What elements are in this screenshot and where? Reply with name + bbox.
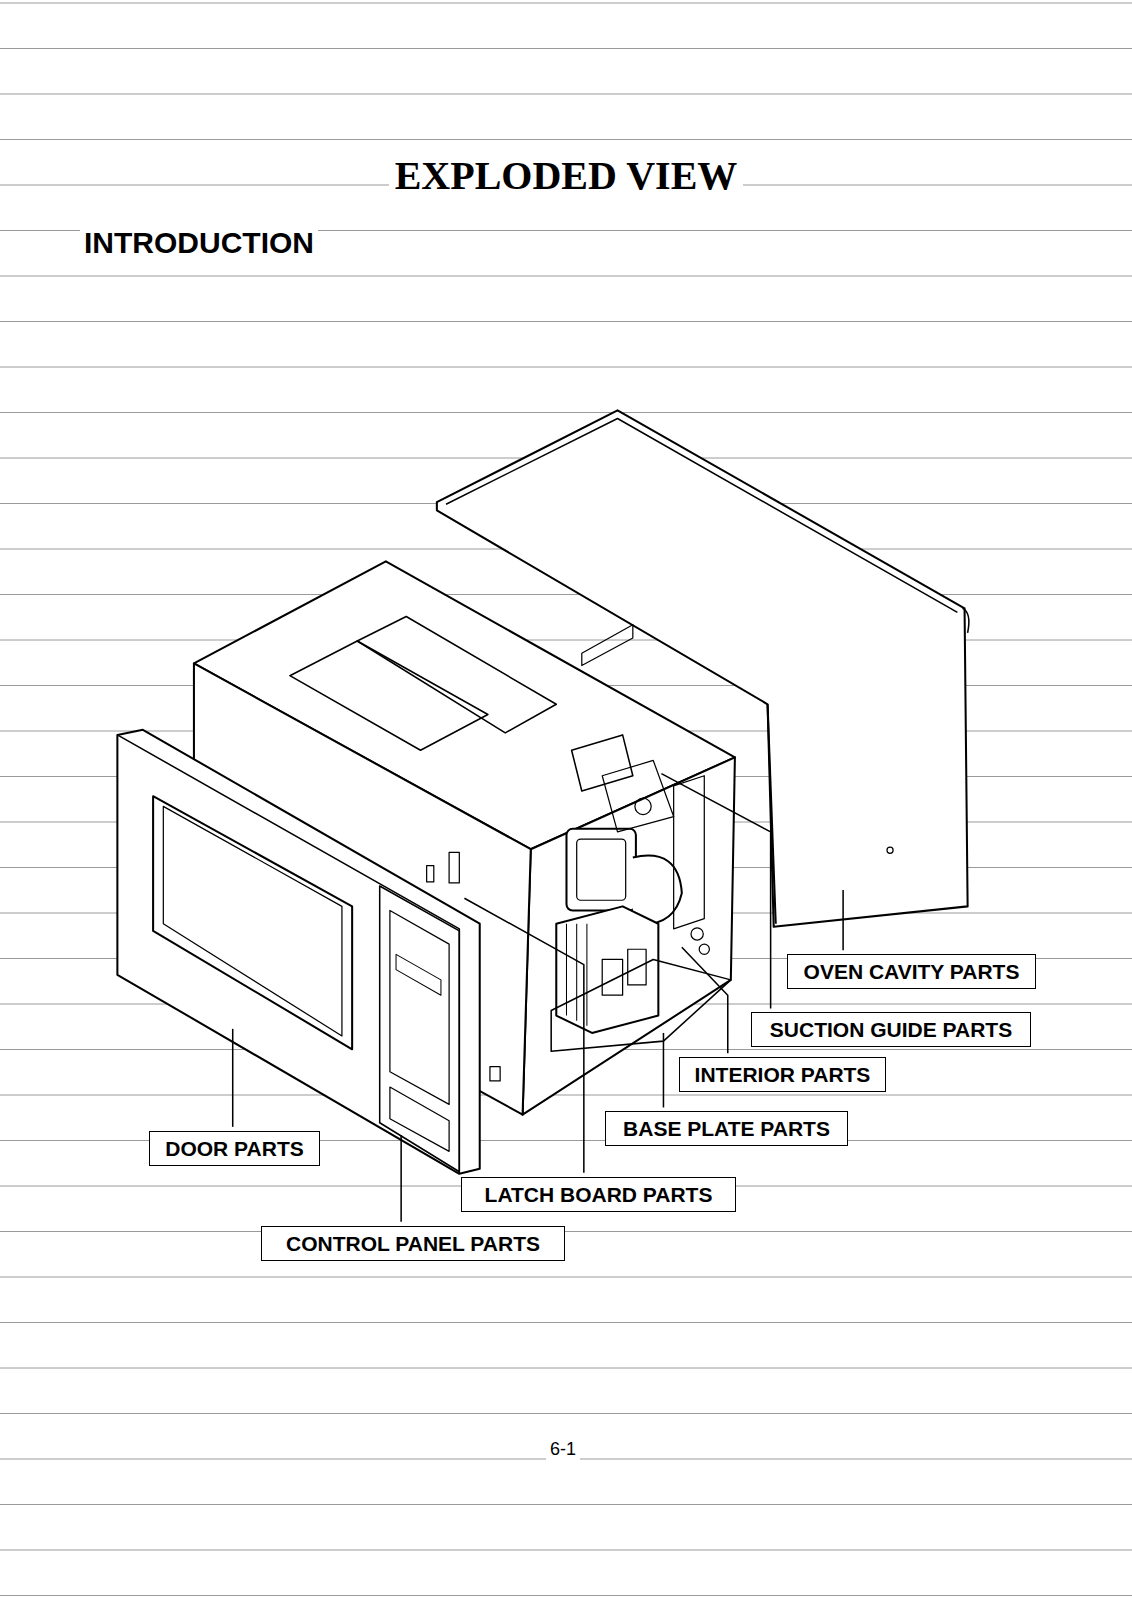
callout-label: DOOR PARTS [165,1137,303,1160]
ruled-line [0,1504,1132,1505]
page-number: 6-1 [546,1439,580,1460]
callout-box: DOOR PARTS [149,1131,320,1166]
callout-label: OVEN CAVITY PARTS [804,960,1020,983]
page-title: EXPLODED VIEW [389,152,744,199]
ruled-line [0,1368,1132,1369]
callout-box: INTERIOR PARTS [679,1057,886,1092]
ruled-line [0,1095,1132,1096]
ruled-line [0,594,1132,595]
callout-box: SUCTION GUIDE PARTS [751,1012,1031,1047]
callout-label: LATCH BOARD PARTS [485,1183,713,1206]
callout-label: SUCTION GUIDE PARTS [770,1018,1012,1041]
ruled-line [0,1595,1132,1596]
callout-box: BASE PLATE PARTS [605,1111,848,1146]
callout-box: CONTROL PANEL PARTS [261,1226,565,1261]
ruled-line [0,367,1132,368]
callout-box: LATCH BOARD PARTS [461,1177,736,1212]
callout-label: INTERIOR PARTS [695,1063,871,1086]
ruled-line [0,1277,1132,1278]
ruled-line [0,1322,1132,1323]
ruled-line [0,139,1132,140]
ruled-line [0,321,1132,322]
ruled-line [0,3,1132,4]
ruled-line [0,276,1132,277]
ruled-line [0,1231,1132,1232]
callout-label: CONTROL PANEL PARTS [286,1232,540,1255]
ruled-line [0,412,1132,413]
callout-box: OVEN CAVITY PARTS [787,954,1036,989]
ruled-line [0,1550,1132,1551]
ruled-line [0,48,1132,49]
callout-label: BASE PLATE PARTS [623,1117,830,1140]
section-heading: INTRODUCTION [80,226,318,260]
ruled-line [0,1413,1132,1414]
ruled-line [0,94,1132,95]
